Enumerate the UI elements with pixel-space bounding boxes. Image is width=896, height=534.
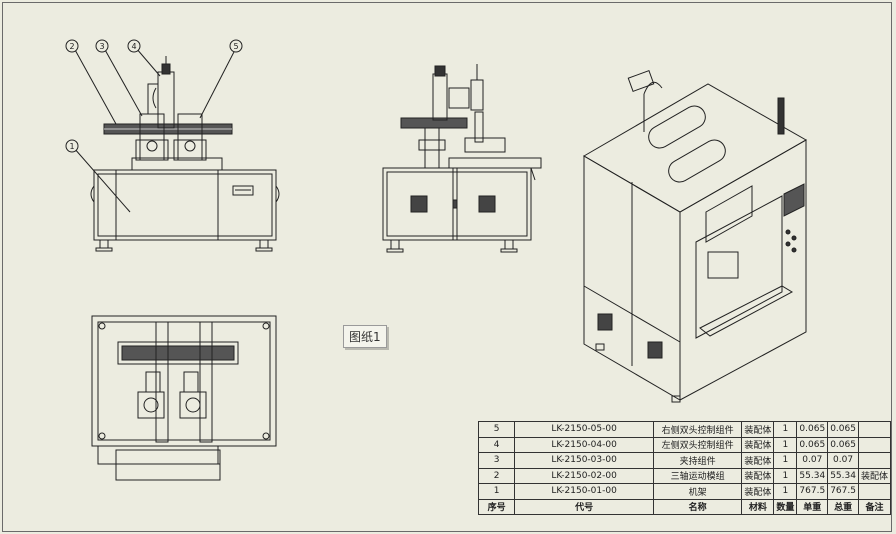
bom-cell: 1 bbox=[773, 436, 798, 453]
bom-cell: 装配体 bbox=[741, 467, 775, 484]
balloon-1-label: 1 bbox=[69, 142, 74, 151]
bom-cell: 767.5 bbox=[796, 483, 829, 500]
balloon-5-label: 5 bbox=[233, 42, 238, 51]
bom-cell: 1 bbox=[477, 483, 516, 500]
sheet-tab-label[interactable]: 图纸1 bbox=[343, 325, 387, 348]
bom-cell: 装配体 bbox=[741, 421, 775, 438]
bom-header-cell: 备注 bbox=[857, 498, 892, 515]
side-view[interactable] bbox=[375, 60, 560, 260]
bom-cell: LK-2150-01-00 bbox=[514, 483, 654, 500]
bom-cell: 55.34 bbox=[827, 467, 859, 484]
bom-cell: 装配体 bbox=[741, 483, 775, 500]
bom-header-cell: 代号 bbox=[514, 498, 654, 515]
balloon-3-label: 3 bbox=[99, 42, 104, 51]
bom-cell: 左侧双头控制组件 bbox=[652, 436, 743, 453]
balloon-4-label: 4 bbox=[131, 42, 136, 51]
bom-header-cell: 材料 bbox=[741, 498, 775, 515]
bom-cell: 三轴运动模组 bbox=[652, 467, 743, 484]
balloon-2[interactable] bbox=[65, 39, 79, 53]
balloon-1[interactable] bbox=[65, 139, 79, 153]
bom-cell: 0.065 bbox=[827, 436, 859, 453]
bom-cell: 右侧双头控制组件 bbox=[652, 421, 743, 438]
top-view[interactable] bbox=[88, 312, 283, 482]
bom-cell bbox=[857, 421, 892, 438]
bom-cell bbox=[857, 452, 892, 469]
bom-header-cell: 数量 bbox=[773, 498, 798, 515]
bom-cell: LK-2150-04-00 bbox=[514, 436, 654, 453]
bom-cell: 1 bbox=[773, 483, 798, 500]
bom-cell: 0.07 bbox=[827, 452, 859, 469]
balloon-4[interactable] bbox=[127, 39, 141, 53]
bom-cell: 1 bbox=[773, 452, 798, 469]
balloon-3[interactable] bbox=[95, 39, 109, 53]
bom-cell: 4 bbox=[477, 436, 516, 453]
bom-cell: LK-2150-05-00 bbox=[514, 421, 654, 438]
bom-cell: 5 bbox=[477, 421, 516, 438]
bom-cell bbox=[857, 436, 892, 453]
bom-cell: 装配体 bbox=[741, 452, 775, 469]
bom-cell: 1 bbox=[773, 421, 798, 438]
bom-cell: 767.5 bbox=[827, 483, 859, 500]
bom-cell: 机架 bbox=[652, 483, 743, 500]
bom-cell: 装配体 bbox=[741, 436, 775, 453]
bom-cell: 0.07 bbox=[796, 452, 829, 469]
bom-header-cell: 名称 bbox=[652, 498, 743, 515]
bom-cell: 55.34 bbox=[796, 467, 829, 484]
bom-header-cell: 总重 bbox=[827, 498, 859, 515]
bom-cell: 0.065 bbox=[796, 421, 829, 438]
bom-cell: 夹持组件 bbox=[652, 452, 743, 469]
bom-header-row: 序号代号名称材料数量单重总重备注 bbox=[477, 498, 892, 515]
bom-header-cell: 序号 bbox=[477, 498, 516, 515]
bom-header-cell: 单重 bbox=[796, 498, 829, 515]
front-view[interactable]: 2 3 4 5 1 bbox=[60, 36, 290, 261]
bom-cell: LK-2150-02-00 bbox=[514, 467, 654, 484]
bom-cell: 0.065 bbox=[796, 436, 829, 453]
bom-cell: 1 bbox=[773, 467, 798, 484]
bom-cell: 3 bbox=[477, 452, 516, 469]
bom-cell: 2 bbox=[477, 467, 516, 484]
balloon-5[interactable] bbox=[229, 39, 243, 53]
isometric-view[interactable] bbox=[578, 66, 818, 406]
bom-cell: 0.065 bbox=[827, 421, 859, 438]
bom-cell: LK-2150-03-00 bbox=[514, 452, 654, 469]
bom-cell bbox=[857, 483, 892, 500]
bom-cell: 装配体 bbox=[857, 467, 892, 484]
balloon-2-label: 2 bbox=[69, 42, 74, 51]
